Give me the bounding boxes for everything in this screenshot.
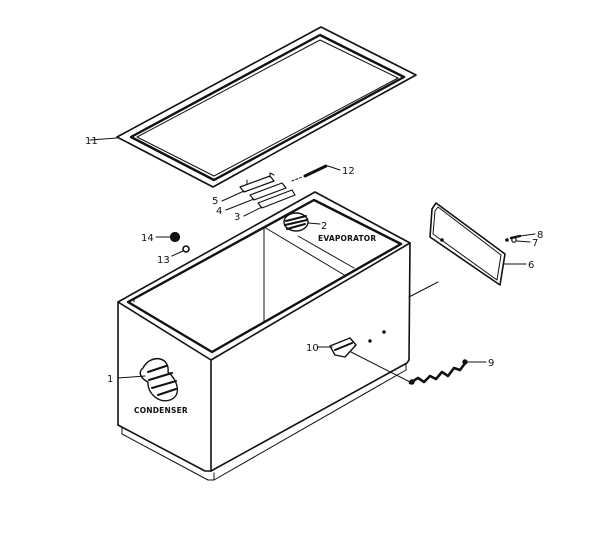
cabinet-body [117,191,439,481]
lid-gasket [116,26,417,188]
leader-5 [221,190,245,202]
label-8: 8 [537,230,543,241]
labels: 11 12 5 4 3 2 EVAPORATOR 14 13 8 7 6 10 … [85,136,543,415]
label-7: 7 [532,238,538,249]
leader-1-body [117,375,146,379]
washer-7 [511,237,517,243]
label-9: 9 [488,358,494,369]
leader-12 [327,165,341,171]
plug-13 [182,245,190,253]
leader-4 [225,198,255,211]
cord-9 [350,351,468,385]
label-13: 13 [157,255,170,266]
label-10: 10 [306,343,319,354]
label-condenser: CONDENSER [134,406,188,415]
knob-14 [169,231,181,243]
label-5: 5 [212,196,218,207]
label-3: 3 [234,212,240,223]
hinge-parts [239,172,296,209]
screw-12 [303,164,328,178]
label-11: 11 [85,136,98,147]
label-evaporator: EVAPORATOR [318,234,376,243]
side-plate [429,202,509,286]
label-12: 12 [342,166,355,177]
label-2: 2 [321,221,327,232]
label-6: 6 [528,260,534,271]
label-14: 14 [141,233,154,244]
label-4: 4 [216,206,222,217]
label-1: 1 [107,374,113,385]
leader-2 [307,222,321,225]
thermostat-bracket [329,330,386,358]
condenser-grille [139,358,178,402]
evaporator-grille [283,212,309,232]
leader-11 [89,137,118,141]
leader-3 [243,206,263,217]
